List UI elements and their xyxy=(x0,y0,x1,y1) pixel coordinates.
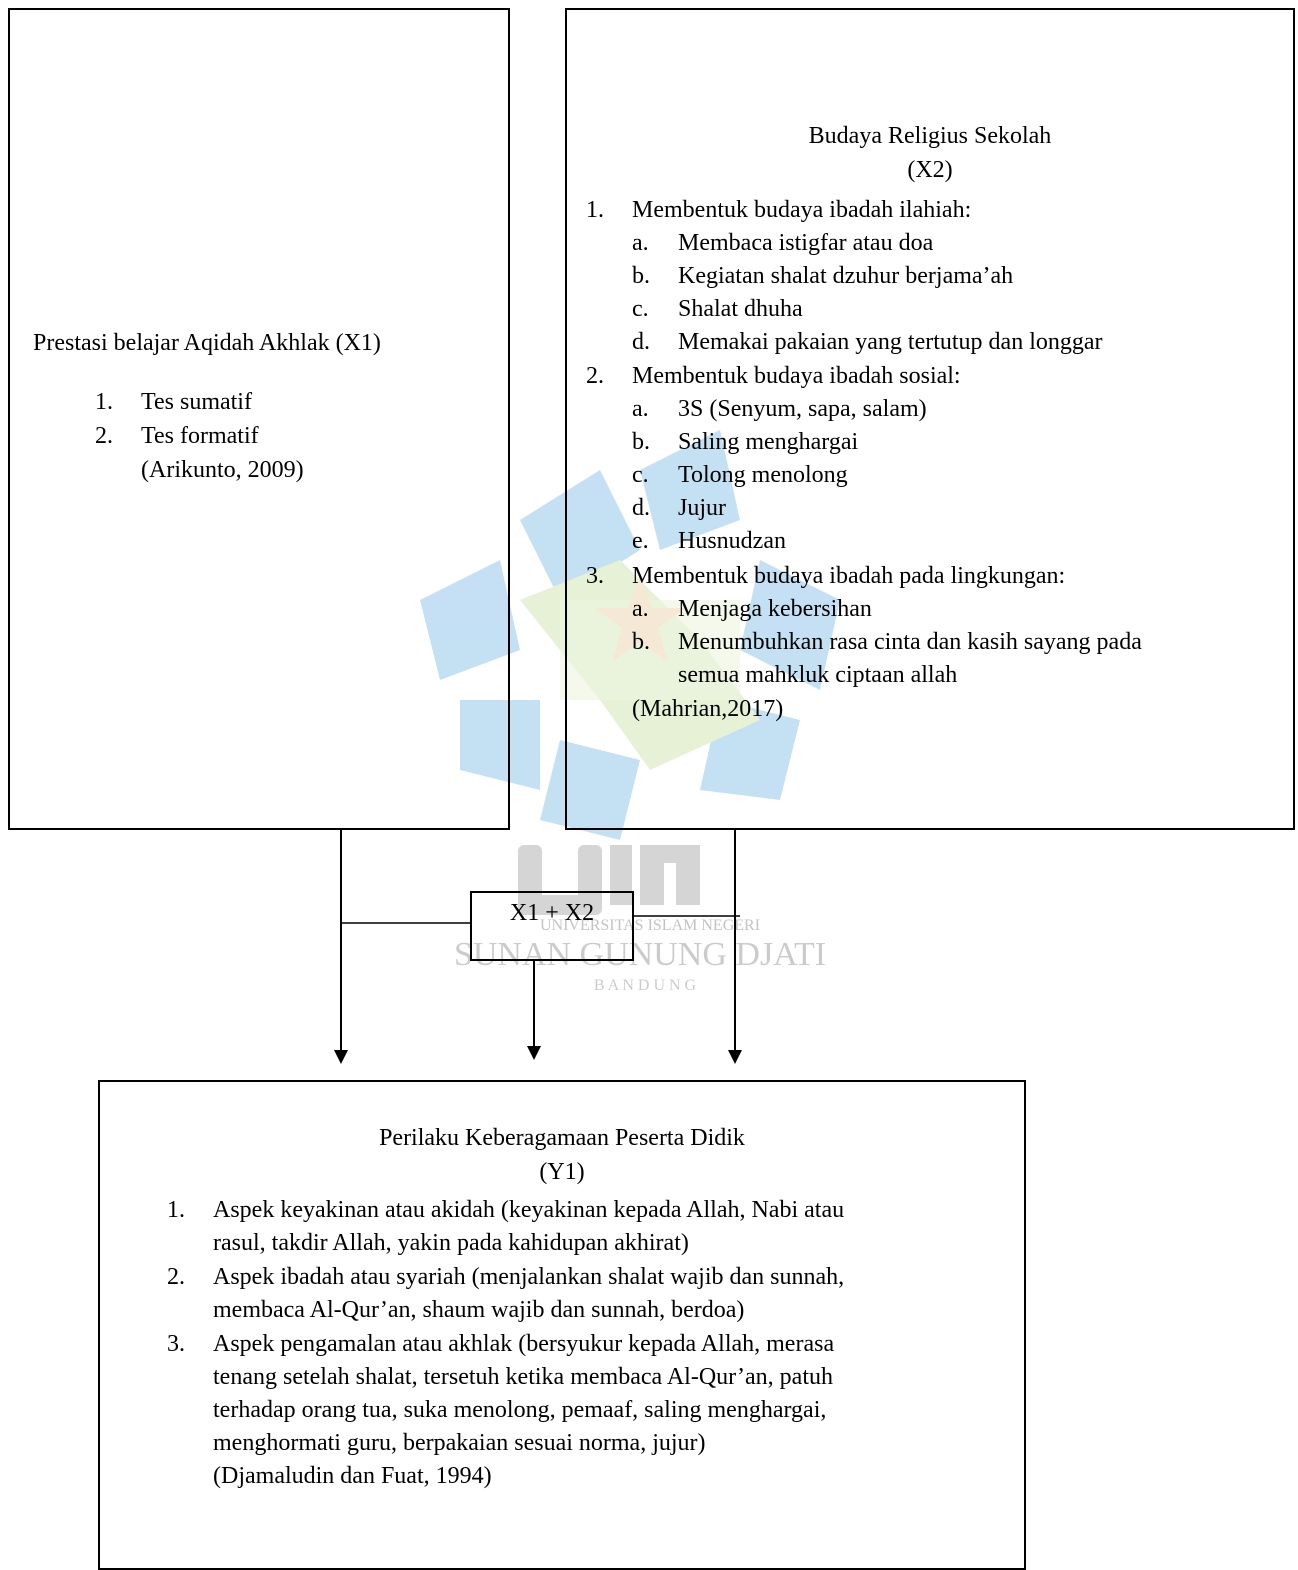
x2-sub-item-cont: semua mahkluk ciptaan allah xyxy=(678,662,958,688)
x2-sub-item: Menjaga kebersihan xyxy=(678,596,872,622)
y1-item-num: 3. xyxy=(167,1331,185,1357)
x2-sub-item: Shalat dhuha xyxy=(678,296,803,322)
x1-box xyxy=(8,8,510,830)
y1-item-line: Aspek ibadah atau syariah (menjalankan s… xyxy=(213,1264,845,1290)
x2-sub-item: Tolong menolong xyxy=(678,462,848,488)
arrowhead-icon xyxy=(527,1046,541,1060)
x2-citation: (Mahrian,2017) xyxy=(632,696,784,722)
x2-group-title: Membentuk budaya ibadah pada lingkungan: xyxy=(632,563,1066,589)
x1-item: Tes formatif xyxy=(141,423,259,449)
x2-sub-letter: b. xyxy=(632,263,650,289)
x2-sub-letter: c. xyxy=(632,462,649,488)
x2-sub-letter: b. xyxy=(632,429,650,455)
x1-item-num: 1. xyxy=(95,389,113,415)
x2-sub-letter: c. xyxy=(632,296,649,322)
y1-item-line: Aspek keyakinan atau akidah (keyakinan k… xyxy=(213,1197,845,1223)
y1-item-line: terhadap orang tua, suka menolong, pemaa… xyxy=(213,1397,827,1423)
y1-code: (Y1) xyxy=(539,1159,585,1185)
x2-box xyxy=(565,8,1295,830)
x2-sub-item: Membaca istigfar atau doa xyxy=(678,230,934,256)
x2-sub-item: Jujur xyxy=(678,495,726,521)
x2-sub-item: Saling menghargai xyxy=(678,429,859,455)
x2-sub-letter: a. xyxy=(632,396,649,422)
x2-group-num: 1. xyxy=(586,197,604,223)
x2-sub-letter: d. xyxy=(632,495,650,521)
combo-box xyxy=(470,891,634,961)
x1-item: Tes sumatif xyxy=(141,389,252,415)
x2-group-num: 2. xyxy=(586,363,604,389)
x2-sub-letter: a. xyxy=(632,596,649,622)
y1-citation: (Djamaludin dan Fuat, 1994) xyxy=(213,1463,492,1489)
x2-code: (X2) xyxy=(907,157,953,183)
x2-title: Budaya Religius Sekolah xyxy=(808,123,1052,149)
x2-group-title: Membentuk budaya ibadah ilahiah: xyxy=(632,197,972,223)
y1-item-line: tenang setelah shalat, tersetuh ketika m… xyxy=(213,1364,833,1390)
y1-title: Perilaku Keberagamaan Peserta Didik xyxy=(379,1125,745,1151)
x2-sub-item: Memakai pakaian yang tertutup dan longga… xyxy=(678,329,1103,355)
combo-label: X1 + X2 xyxy=(509,900,595,926)
y1-item-num: 1. xyxy=(167,1197,185,1223)
y1-item-line: rasul, takdir Allah, yakin pada kahidupa… xyxy=(213,1230,689,1256)
y1-item-line: Aspek pengamalan atau akhlak (bersyukur … xyxy=(213,1331,835,1357)
x2-sub-letter: b. xyxy=(632,629,650,655)
x2-sub-letter: e. xyxy=(632,528,649,554)
x2-sub-item: Husnudzan xyxy=(678,528,786,554)
y1-item-line: menghormati guru, berpakaian sesuai norm… xyxy=(213,1430,706,1456)
y1-item-line: membaca Al-Qur’an, shaum wajib dan sunna… xyxy=(213,1297,745,1323)
x1-item-num: 2. xyxy=(95,423,113,449)
x2-sub-item: Menumbuhkan rasa cinta dan kasih sayang … xyxy=(678,629,1142,655)
x2-sub-item: Kegiatan shalat dzuhur berjama’ah xyxy=(678,263,1014,289)
x2-sub-letter: d. xyxy=(632,329,650,355)
arrowhead-icon xyxy=(728,1050,742,1064)
arrowhead-icon xyxy=(334,1050,348,1064)
x2-group-num: 3. xyxy=(586,563,604,589)
x1-citation: (Arikunto, 2009) xyxy=(141,457,304,483)
x2-sub-letter: a. xyxy=(632,230,649,256)
x2-group-title: Membentuk budaya ibadah sosial: xyxy=(632,363,961,389)
x2-sub-item: 3S (Senyum, sapa, salam) xyxy=(678,396,927,422)
y1-item-num: 2. xyxy=(167,1264,185,1290)
x1-title: Prestasi belajar Aqidah Akhlak (X1) xyxy=(33,330,381,356)
